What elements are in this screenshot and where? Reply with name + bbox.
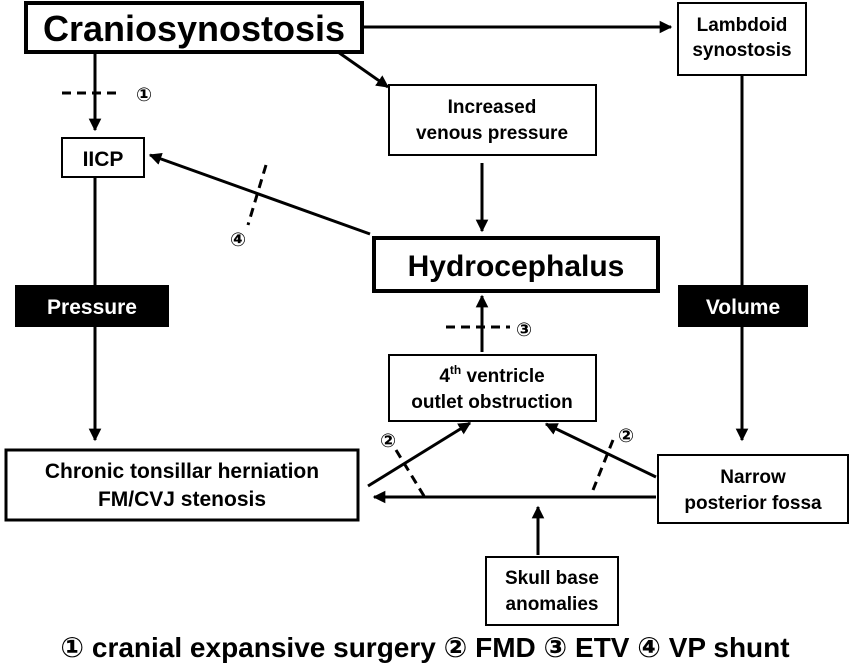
intervention-cuts (62, 91, 615, 497)
pressure-label: Pressure (47, 296, 137, 319)
label-volume: Volume (678, 285, 808, 327)
marker-4: ④ (230, 230, 246, 251)
craniosynostosis-label: Craniosynostosis (43, 8, 345, 49)
cut-2a-line (394, 449, 426, 497)
lambdoid-label-1: Lambdoid (697, 15, 788, 36)
arrow-hydrocephalus-to-iicp (148, 152, 371, 236)
herniation-label-2: FM/CVJ stenosis (98, 488, 266, 511)
marker-3: ③ (516, 320, 532, 341)
marker-1: ① (136, 85, 152, 106)
label-pressure: Pressure (15, 285, 169, 327)
marker-2b: ② (618, 426, 634, 447)
ventricle-label-1: 4th ventricle (439, 363, 544, 387)
node-hydrocephalus: Hydrocephalus (372, 236, 660, 293)
node-iicp: IICP (61, 137, 145, 178)
arrow-fossa-to-ventricle (544, 422, 657, 479)
ventricle-label-2: outlet obstruction (411, 392, 572, 413)
node-chronic-tonsillar-herniation: Chronic tonsillar herniation FM/CVJ sten… (4, 448, 360, 522)
hydrocephalus-label: Hydrocephalus (408, 250, 625, 283)
cut-4-line (246, 164, 268, 226)
node-craniosynostosis: Craniosynostosis (24, 1, 364, 54)
node-narrow-posterior-fossa: Narrow posterior fossa (657, 454, 849, 524)
venous-label-1: Increased (448, 97, 537, 118)
node-4th-ventricle-outlet-obstruction: 4th ventricle outlet obstruction (388, 354, 597, 422)
skull-label-1: Skull base (505, 568, 599, 589)
venous-label-2: venous pressure (416, 123, 568, 144)
node-lambdoid-synostosis: Lambdoid synostosis (677, 2, 807, 76)
volume-label: Volume (706, 296, 780, 319)
skull-label-2: anomalies (506, 594, 599, 615)
arrow-cranio-to-venous (337, 50, 390, 89)
iicp-label: IICP (83, 148, 124, 171)
node-increased-venous-pressure: Increased venous pressure (388, 84, 597, 156)
fossa-label-2: posterior fossa (684, 493, 822, 514)
lambdoid-label-2: synostosis (692, 40, 791, 61)
cut-2b-line (591, 439, 615, 491)
arrow-herniation-to-ventricle (367, 421, 472, 488)
node-skull-base-anomalies: Skull base anomalies (485, 556, 619, 626)
herniation-label-1: Chronic tonsillar herniation (45, 460, 319, 483)
marker-2a: ② (380, 431, 396, 452)
legend-text: ① cranial expansive surgery ② FMD ③ ETV … (60, 632, 789, 663)
fossa-label-1: Narrow (720, 467, 786, 488)
